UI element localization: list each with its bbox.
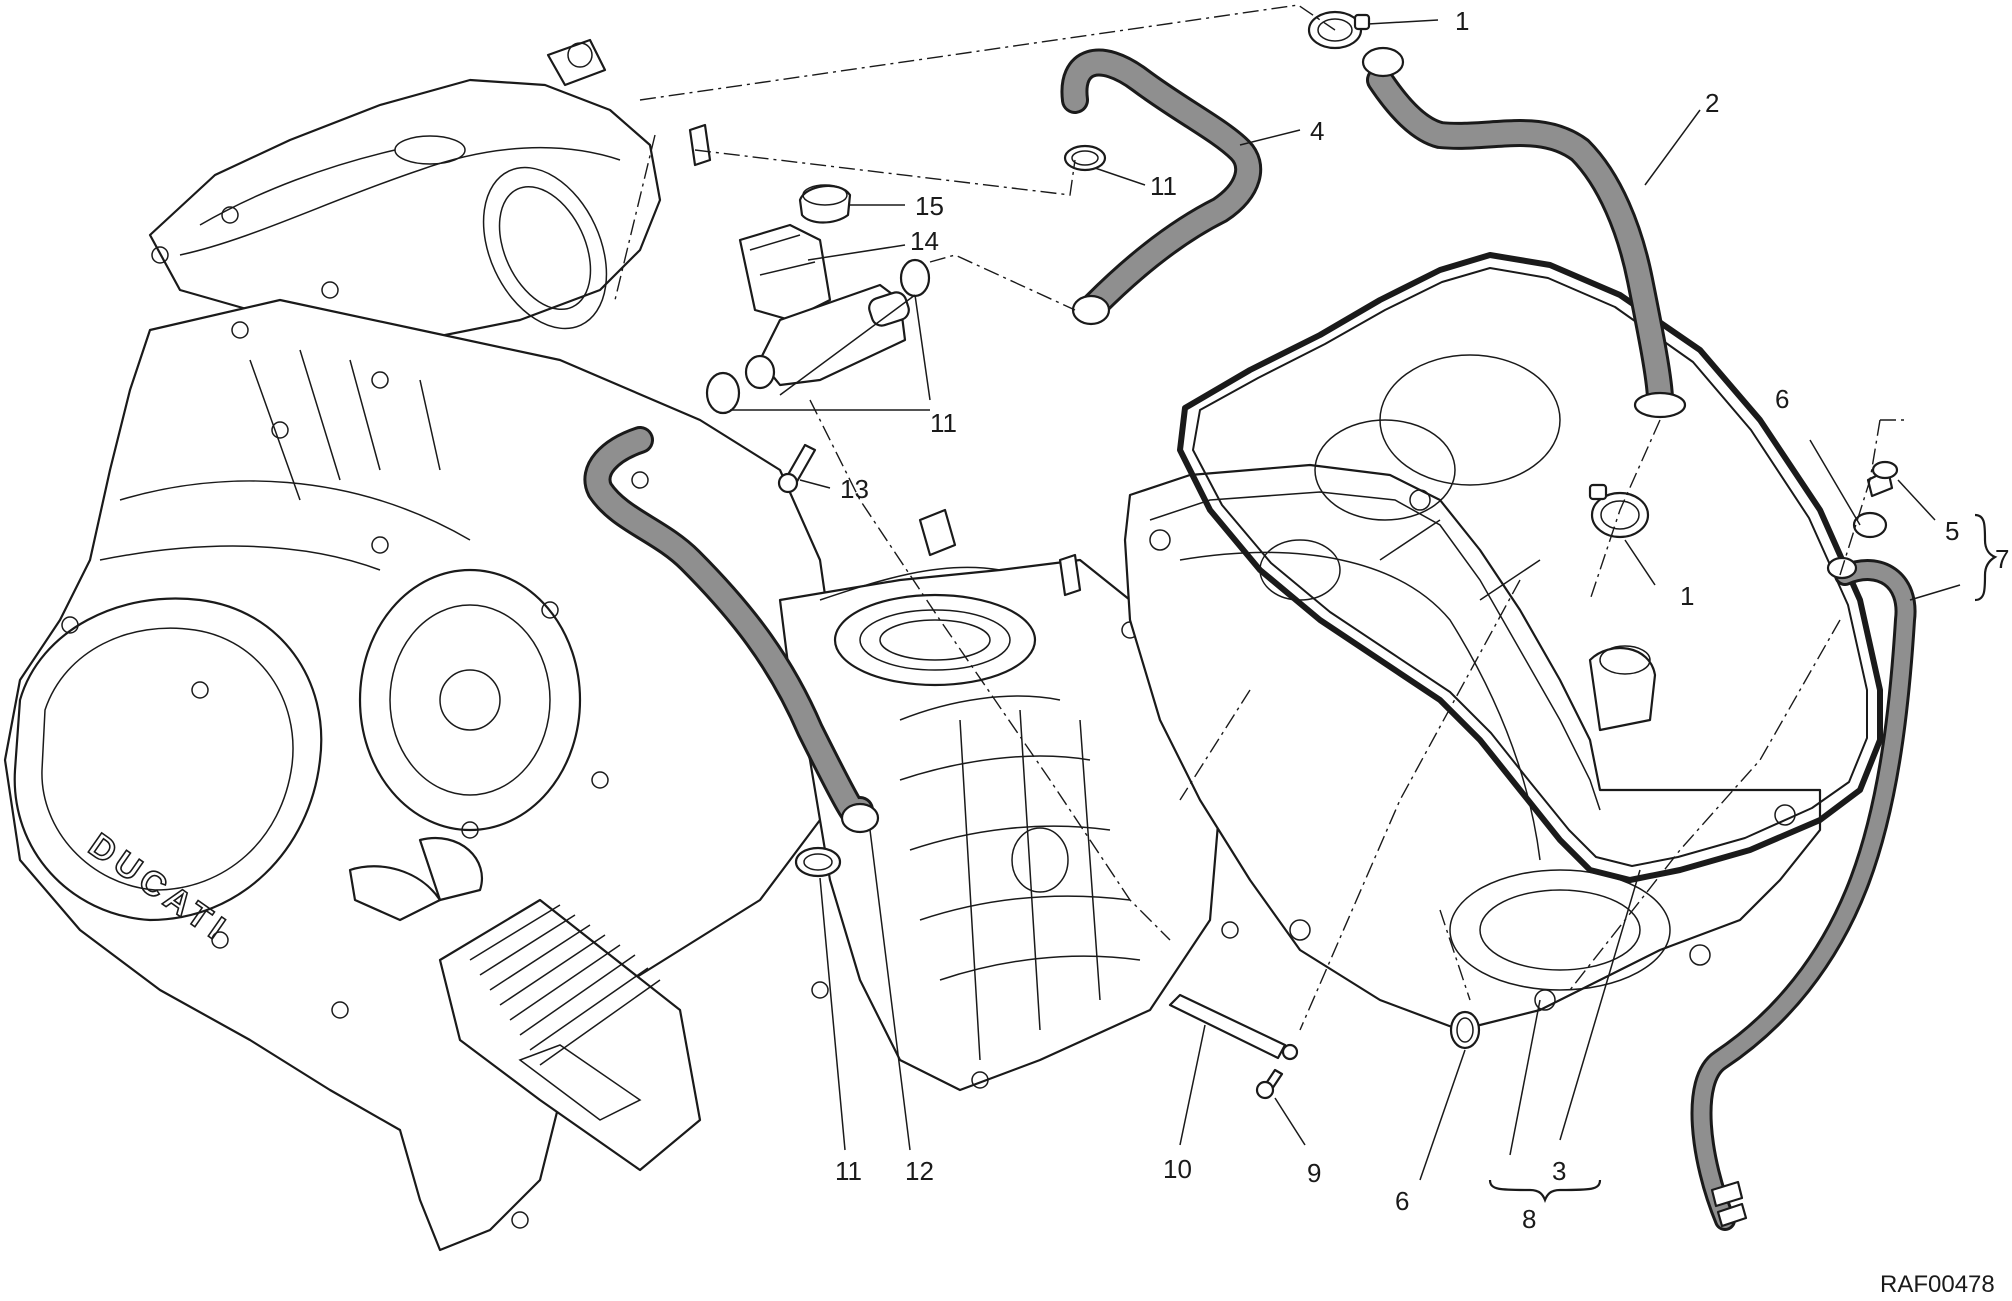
- clamp-1-lower: [1590, 491, 1650, 539]
- callout-15: 15: [915, 191, 944, 221]
- callout-1-top: 1: [1455, 6, 1469, 36]
- valve-assembly: [738, 184, 1899, 1100]
- hose-12: [583, 426, 880, 834]
- callout-7: 7: [1995, 544, 2009, 574]
- callout-2: 2: [1705, 88, 1719, 118]
- callout-11-top: 11: [1150, 171, 1177, 201]
- callout-4: 4: [1310, 116, 1324, 146]
- hose-4: [1060, 48, 1263, 326]
- drawing-code: RAF00478: [1880, 1271, 1995, 1298]
- callout-6-bottom: 6: [1395, 1186, 1409, 1216]
- engine-bolts: [61, 206, 1239, 1229]
- leader-lines: [730, 19, 1998, 1203]
- callout-labels: 1 2 4 11 15 14 11 13 6 5 7 1 11 12 10 9 …: [835, 6, 2009, 1234]
- callout-8: 8: [1522, 1204, 1536, 1234]
- callout-11-bottom: 11: [835, 1156, 862, 1186]
- valve-cover: [1123, 463, 1822, 1032]
- callout-10: 10: [1163, 1154, 1192, 1184]
- callout-11-mid: 11: [930, 408, 957, 438]
- callout-9: 9: [1307, 1158, 1321, 1188]
- hose-7: [1690, 556, 1917, 1231]
- engine-block: DUCATI: [3, 38, 1239, 1252]
- callout-1-lower: 1: [1680, 581, 1694, 611]
- callout-12: 12: [905, 1156, 934, 1186]
- callout-14: 14: [910, 226, 939, 256]
- callout-3: 3: [1552, 1156, 1566, 1186]
- callout-6-top: 6: [1775, 384, 1789, 414]
- callout-13: 13: [840, 474, 869, 504]
- valve-cover-gasket: [1177, 252, 1883, 883]
- hose-2: [1361, 46, 1687, 419]
- callout-5: 5: [1945, 516, 1959, 546]
